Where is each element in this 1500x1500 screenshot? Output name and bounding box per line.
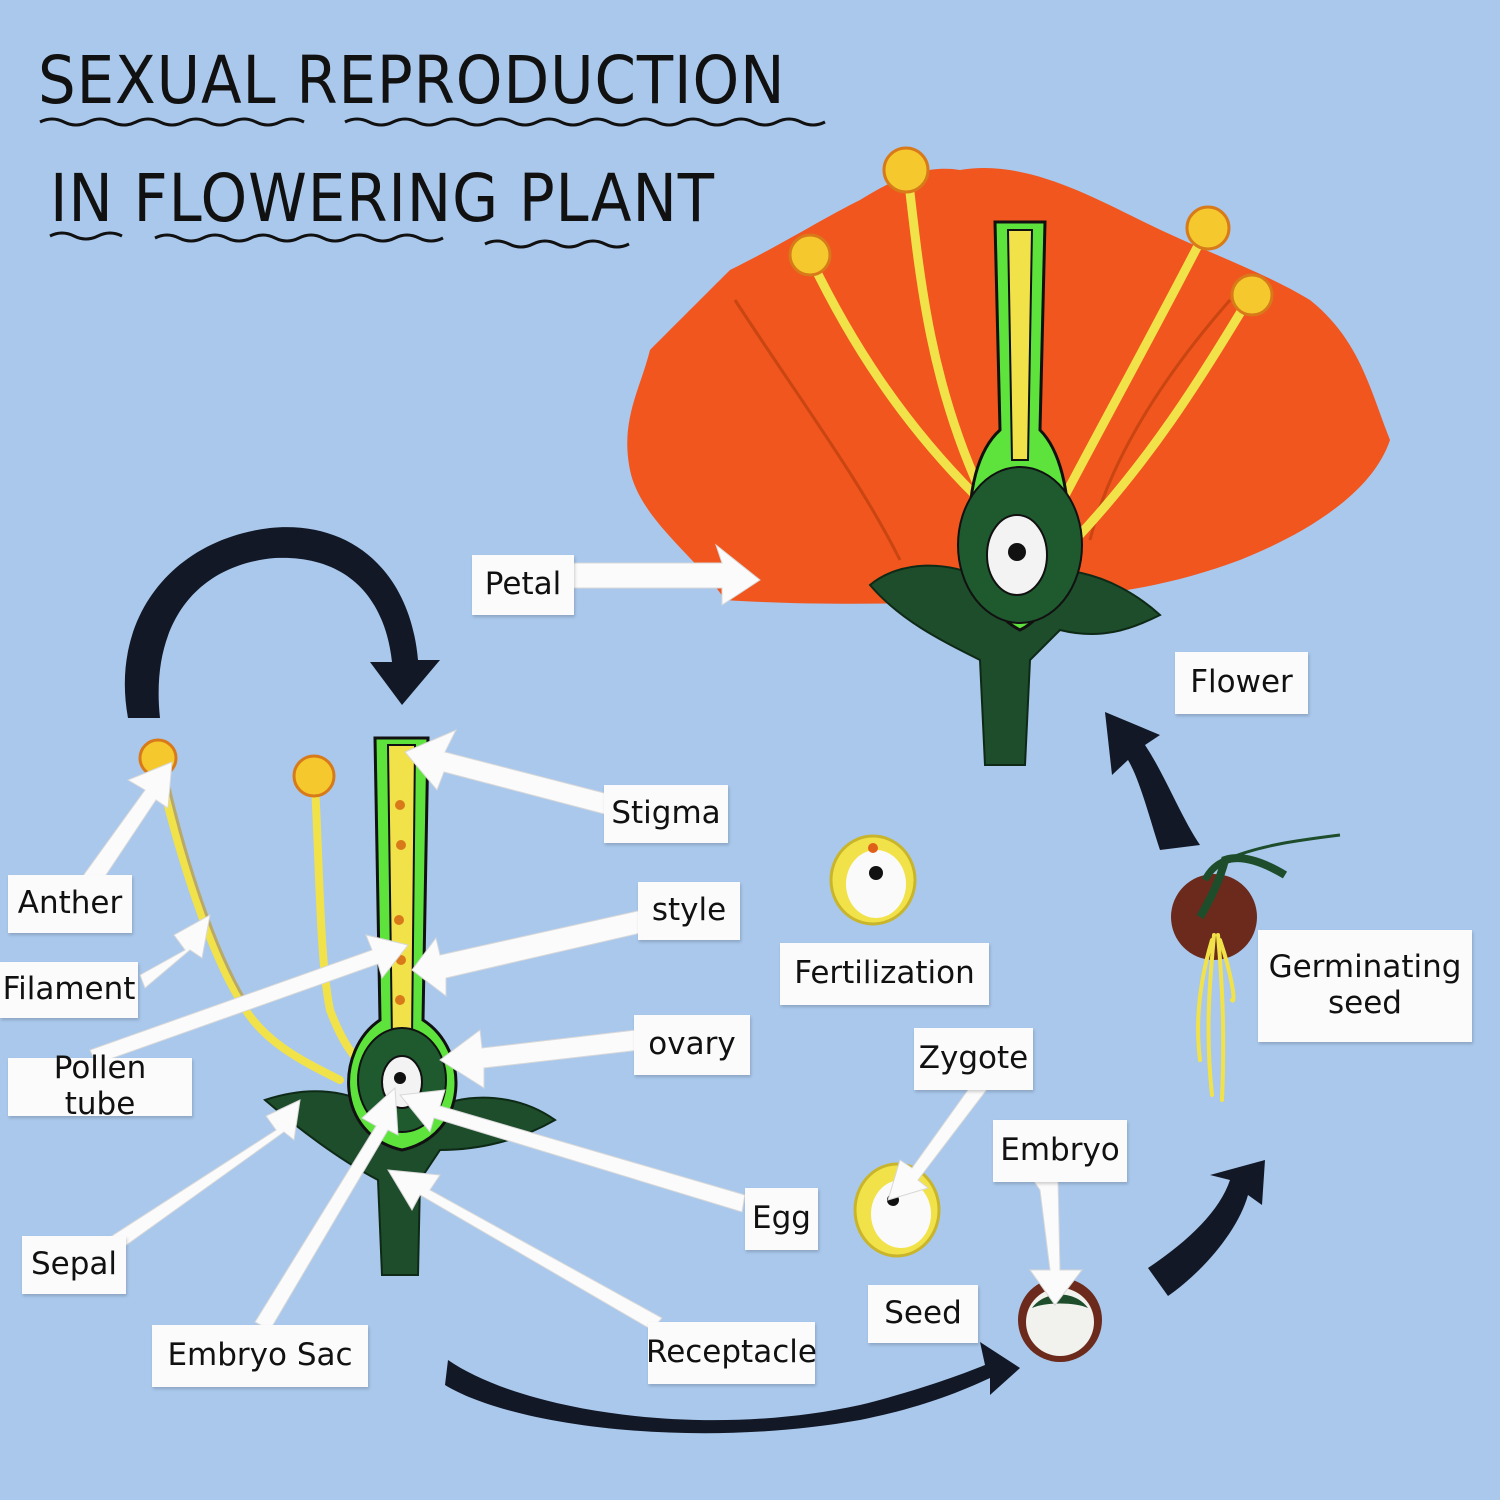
label-seed: Seed bbox=[868, 1285, 978, 1343]
label-stigma: Stigma bbox=[604, 785, 728, 843]
label-petal: Petal bbox=[472, 555, 574, 615]
page-title-line-1: SEXUAL REPRODUCTION bbox=[38, 42, 786, 119]
page-title-line-2: IN FLOWERING PLANT bbox=[50, 160, 715, 237]
seed-with-embryo bbox=[1018, 1278, 1102, 1362]
label-ovary: ovary bbox=[634, 1015, 750, 1075]
label-receptacle: Receptacle bbox=[646, 1322, 817, 1384]
label-zygote: Zygote bbox=[914, 1028, 1033, 1090]
label-pollen-tube: Pollen tube bbox=[8, 1051, 192, 1122]
flower-anthers bbox=[788, 146, 1274, 317]
pointer-arrows bbox=[79, 543, 1084, 1331]
label-germinating-seed: Germinating seed bbox=[1258, 930, 1472, 1042]
label-style: style bbox=[638, 882, 740, 940]
label-anther: Anther bbox=[8, 875, 132, 933]
fertilization-ovule bbox=[829, 834, 917, 926]
label-sepal: Sepal bbox=[22, 1236, 126, 1294]
flower-model bbox=[627, 146, 1390, 766]
label-flower: Flower bbox=[1175, 652, 1308, 714]
flower-sepal bbox=[868, 564, 1162, 766]
label-filament: Filament bbox=[0, 962, 138, 1018]
label-embryo: Embryo bbox=[993, 1120, 1127, 1182]
flower-stamens bbox=[807, 170, 1253, 545]
label-fertilization: Fertilization bbox=[780, 943, 989, 1005]
label-embryo-sac: Embryo Sac bbox=[152, 1325, 368, 1387]
label-egg: Egg bbox=[745, 1188, 818, 1250]
germinating-seed bbox=[1171, 833, 1341, 1102]
title-underlines bbox=[39, 117, 826, 249]
cycle-arrows bbox=[124, 527, 1265, 1434]
